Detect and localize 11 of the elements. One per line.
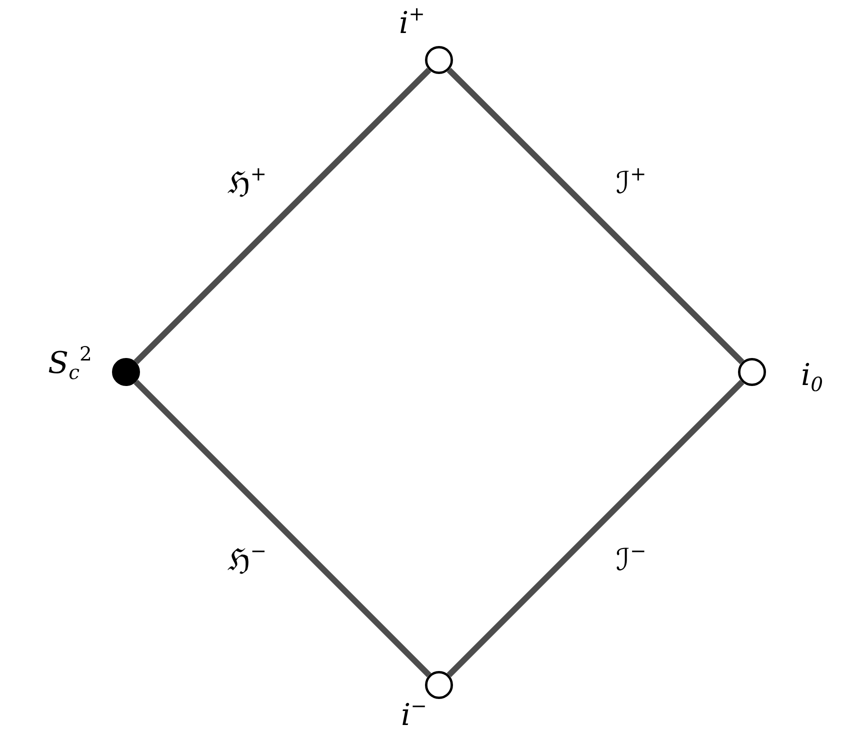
edge-label: ℐ$^{+}$ xyxy=(616,168,646,199)
point-label: i$_{0}$ xyxy=(801,361,824,391)
edge-label: ℌ$^{+}$ xyxy=(228,168,267,199)
point-label: i$^{+}$ xyxy=(399,9,425,39)
boundary-line xyxy=(134,68,432,364)
boundary-line xyxy=(446,68,744,364)
point-label: i$^{−}$ xyxy=(401,701,427,731)
edge-label: ℐ$^{−}$ xyxy=(616,546,646,576)
boundary-line xyxy=(134,380,432,678)
edge-label: ℌ$^{−}$ xyxy=(228,546,267,576)
boundary-line xyxy=(446,380,744,678)
